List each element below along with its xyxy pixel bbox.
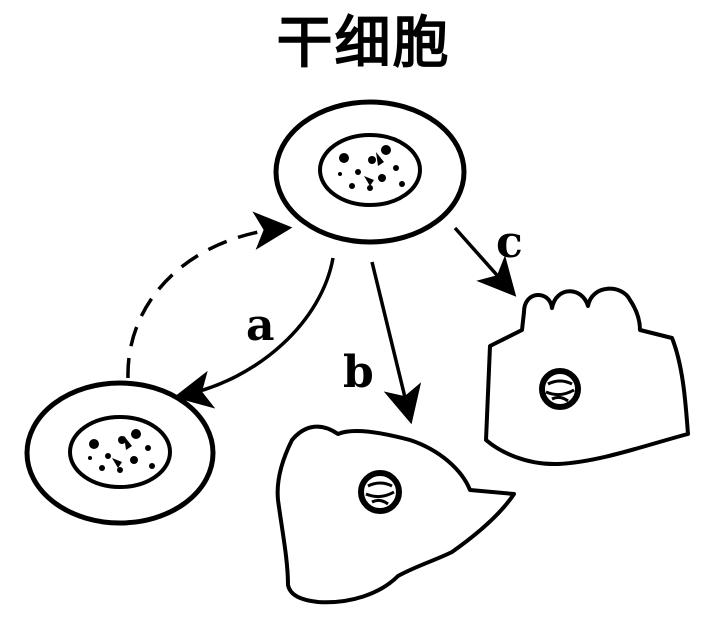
- arrow-c: [453, 226, 517, 297]
- arrow-b: [370, 261, 422, 425]
- nucleus-c-chromatin: [545, 379, 575, 403]
- diagram-title: 干细胞: [276, 11, 451, 76]
- differentiated-cell-c: [484, 286, 690, 467]
- arrow-self-renewal-dashed: [126, 211, 293, 379]
- label-b: b: [343, 347, 374, 398]
- label-a: a: [246, 300, 275, 351]
- renewed-stem-cell: [24, 380, 216, 526]
- nucleus-b-chromatin: [365, 481, 395, 506]
- differentiated-cell-b: [275, 424, 516, 605]
- renewed-stem-cell-chromatin: [88, 429, 155, 473]
- arrow-a: [173, 257, 335, 409]
- stem-cell: [273, 99, 467, 245]
- label-c: c: [496, 217, 523, 268]
- stem-cell-chromatin: [338, 145, 405, 191]
